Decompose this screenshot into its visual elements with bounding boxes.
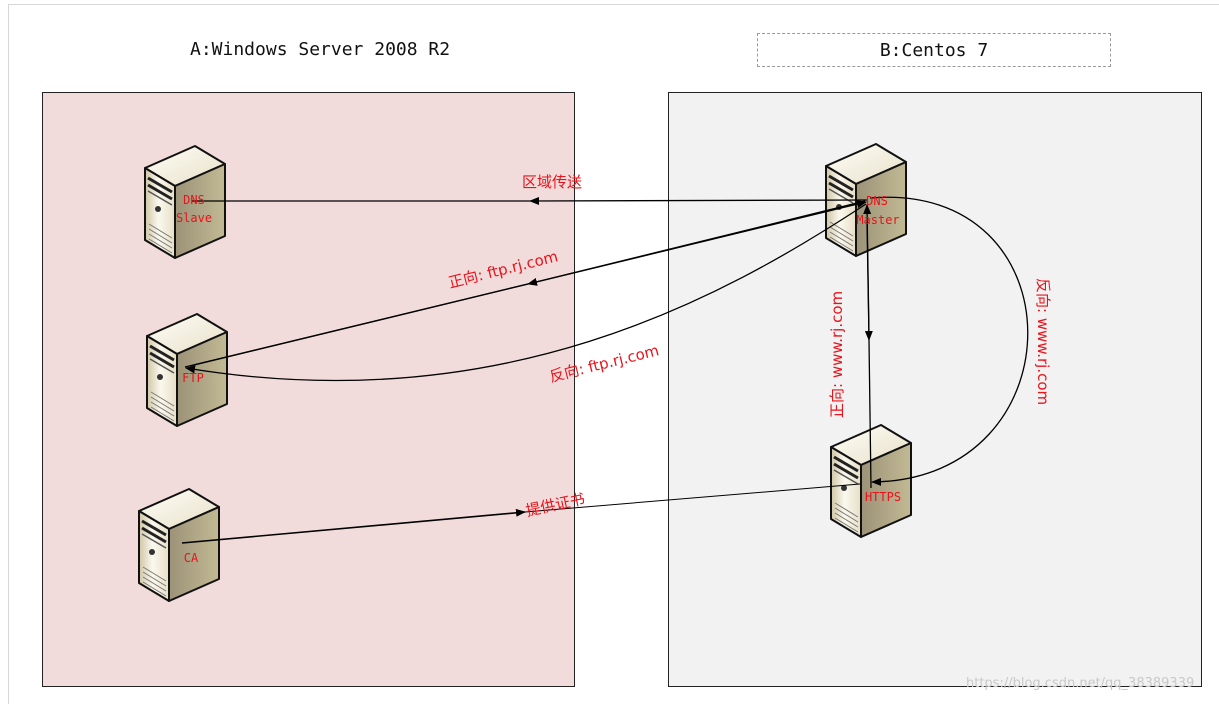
label-dns-slave-line1: DNS [183,193,205,207]
zone-a-windows-server [42,92,575,687]
edge-provide-cert-head [181,508,526,544]
label-ca: CA [184,551,199,565]
label-dns-slave-line2: Slave [176,211,212,225]
edge-forward-www-tail [868,339,872,489]
label-dns-master-line1: DNS [866,194,888,208]
zone-b-title-box[interactable]: B:Centos 7 [757,33,1111,67]
edge-label-zone-transfer: 区域传送 [522,173,582,191]
edge-label-provide-cert: 提供证书 [524,490,586,520]
label-dns-master-line2: Master [856,213,899,227]
edge-label-reverse-ftp: 反向: ftp.rj.com [548,341,661,386]
server-ftp-icon[interactable] [145,312,229,428]
edge-provide-cert-tail [524,483,861,513]
zone-b-centos [668,92,1202,687]
watermark: https://blog.csdn.net/qq_38389339 [966,676,1195,691]
edge-label-forward-ftp: 正向: ftp.rj.com [447,247,560,292]
edge-ftp-to-master [189,200,867,367]
label-ftp: FTP [182,371,204,385]
zone-a-title: A:Windows Server 2008 R2 [190,39,451,60]
server-ca-icon[interactable] [137,487,221,603]
edge-zone-transfer [529,196,869,205]
label-https: HTTPS [865,490,901,504]
edge-forward-www-up [863,204,872,337]
edge-label-reverse-www: 反向: www.rj.com [1034,278,1052,405]
edge-reverse-ftp [185,203,867,382]
page-frame [8,4,1219,704]
edge-label-forward-www: 正向: www.rj.com [828,291,846,418]
edge-reverse-www [869,196,1029,486]
zone-b-title: B:Centos 7 [879,39,989,61]
